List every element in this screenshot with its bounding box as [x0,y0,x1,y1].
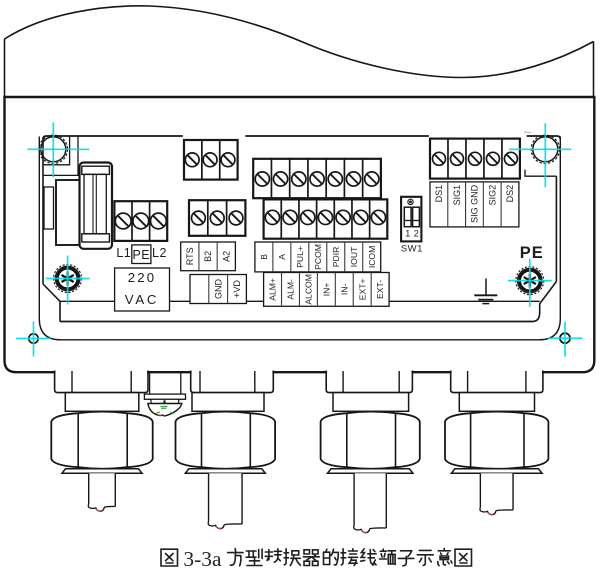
svg-text:IOUT: IOUT [349,246,359,267]
svg-text:B: B [259,254,269,260]
svg-text:IN+: IN+ [321,283,331,297]
svg-text:SIG GND: SIG GND [470,184,480,223]
svg-text:DS1: DS1 [434,185,444,203]
svg-text:PE: PE [520,244,544,262]
svg-text:+VD: +VD [232,280,242,298]
svg-text:PUL+: PUL+ [295,246,305,268]
svg-text:SIG1: SIG1 [452,185,462,206]
svg-text:L1: L1 [116,246,131,260]
svg-text:IN-: IN- [339,284,349,296]
svg-text:B2: B2 [203,251,213,262]
svg-text:2: 2 [414,229,419,239]
svg-text:A2: A2 [221,251,231,262]
svg-text:A: A [277,254,287,260]
svg-text:L2: L2 [152,246,167,260]
svg-text:GND: GND [213,279,223,300]
svg-text:EXT+: EXT+ [357,279,367,301]
svg-text:220: 220 [128,270,157,285]
svg-text:PDIR: PDIR [331,247,341,268]
svg-text:EXT-: EXT- [375,280,385,299]
svg-text:SIG2: SIG2 [487,185,497,206]
svg-text:ALCOM: ALCOM [304,274,314,305]
svg-text:PCOM: PCOM [313,244,323,270]
svg-text:ALM-: ALM- [286,279,296,300]
svg-text:RTS: RTS [185,247,195,265]
svg-text:SW1: SW1 [401,244,423,255]
svg-text:DS2: DS2 [505,185,515,203]
svg-text:ICOM: ICOM [367,246,377,268]
svg-text:3-3a: 3-3a [183,547,222,571]
svg-text:PE: PE [132,248,150,262]
svg-text:1: 1 [405,229,410,239]
svg-text:VAC: VAC [125,292,160,307]
svg-text:ALM+: ALM+ [268,278,278,301]
